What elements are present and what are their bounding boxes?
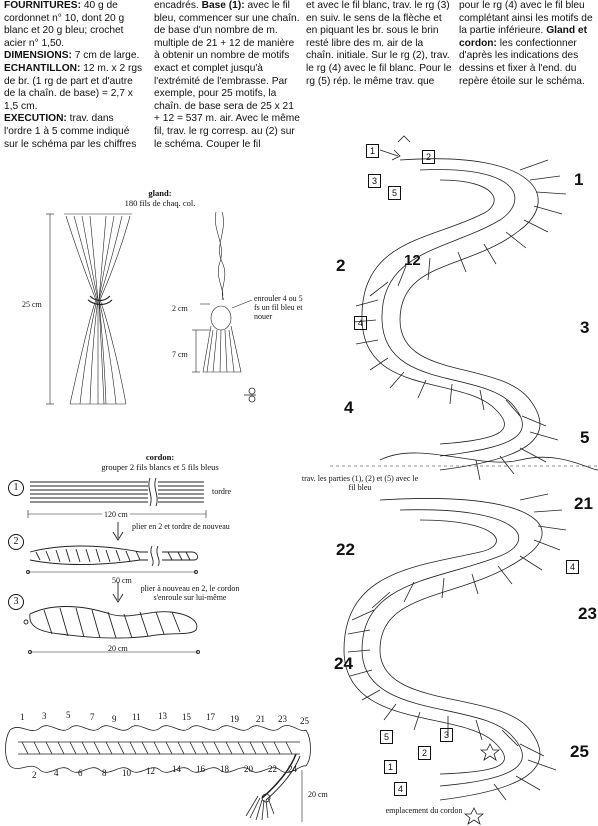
chart-row-4: 4 (344, 398, 354, 417)
fournitures-text: 40 g de cordonnet n° 10, dont 20 g blanc… (4, 0, 125, 49)
cordon-len-50: 50 cm (112, 576, 132, 585)
cordon-step-1: 1 (8, 480, 24, 496)
fournitures-label: FOURNITURES: (4, 0, 81, 11)
edge-num-bottom: 14 (172, 764, 181, 774)
col4-text2: les confectionner d'après les indication… (459, 37, 585, 87)
edge-num-top: 25 (300, 716, 309, 726)
echantillon-label: ECHANTILLON: (4, 62, 81, 74)
cordon-plier-1: plier en 2 et tordre de nouveau (132, 522, 230, 531)
edge-num-top: 13 (158, 711, 167, 721)
chart-box-3: 3 (368, 174, 381, 188)
edge-num-bottom: 10 (122, 768, 131, 778)
instructions-col-2: encadrés. Base (1): avec le fil bleu, co… (154, 0, 300, 151)
edge-num-top: 9 (112, 714, 117, 724)
edge-num-top: 19 (230, 714, 239, 724)
edge-num-top: 7 (90, 712, 95, 722)
chart-row-23: 23 (578, 604, 597, 623)
edge-num-top: 17 (206, 712, 215, 722)
cordon-step-2: 2 (8, 534, 24, 550)
chart-box-5-lower: 5 (380, 730, 393, 744)
chart-emplacement: emplacement du cordon (385, 806, 463, 815)
execution-label: EXECUTION: (4, 113, 67, 125)
col2-text: avec le fil bleu, commencer sur une chaî… (154, 0, 300, 150)
cordon-title-text: cordon: (145, 452, 175, 462)
edge-num-top: 5 (66, 710, 71, 720)
edge-num-bottom: 22 (268, 764, 277, 774)
edge-num-bottom: 4 (54, 768, 59, 778)
chart-box-5: 5 (388, 186, 401, 200)
echantillon-text: 12 m. x 2 rgs de br. (1 rg de part et d'… (4, 62, 143, 112)
instructions-col-1: FOURNITURES: 40 g de cordonnet n° 10, do… (4, 0, 144, 151)
gland-title-text: gland: (148, 188, 172, 198)
edge-num-bottom: 8 (102, 768, 107, 778)
edge-num-bottom: 12 (146, 766, 155, 776)
col2-pre: encadrés. (154, 0, 199, 11)
chart-box-2-lower: 2 (418, 746, 431, 760)
edge-num-top: 21 (256, 714, 265, 724)
chart-row-3: 3 (580, 318, 590, 337)
edge-num-bottom: 20 (244, 764, 253, 774)
chart-row-5: 5 (580, 428, 590, 447)
gland-len-2: 2 cm (172, 304, 188, 313)
gland-title: gland: 180 fils de chaq. col. (100, 188, 220, 208)
dimensions-label: DIMENSIONS: (4, 50, 72, 62)
dimensions-text: 7 cm de large. (74, 50, 140, 62)
edge-num-bottom: 16 (196, 764, 205, 774)
edge-num-bottom: 24 (288, 764, 297, 774)
chart-box-4-bottom: 4 (394, 782, 407, 796)
chart-box-3-lower: 3 (440, 728, 453, 742)
gland-subtitle: 180 fils de chaq. col. (124, 198, 196, 208)
chart-row-21: 21 (574, 494, 593, 513)
chart-box-1-lower: 1 (384, 760, 397, 774)
cordon-subtitle: grouper 2 fils blancs et 5 fils bleus (101, 462, 219, 472)
cordon-tordre: tordre (212, 487, 232, 496)
chart-box-2: 2 (422, 150, 435, 164)
chart-row-25: 25 (570, 742, 589, 761)
edge-num-top: 1 (20, 712, 25, 722)
cordon-plier-2: plier à nouveau en 2, le cordon s'enroul… (140, 584, 240, 602)
chart-box-4: 4 (354, 316, 367, 330)
chart-box-4-lower: 4 (566, 560, 579, 574)
instructions-col-4: pour le rg (4) avec le fil bleu compléta… (459, 0, 595, 88)
instructions-col-3: et avec le fil blanc, trav. le rg (3) en… (306, 0, 452, 88)
edging-len: 20 cm (308, 790, 328, 799)
chart-row-24: 24 (334, 654, 353, 673)
col3-text: et avec le fil blanc, trav. le rg (3) en… (306, 0, 452, 87)
chart-box-1: 1 (366, 144, 379, 158)
chart-row-1: 1 (574, 170, 584, 189)
cordon-len-20: 20 cm (108, 644, 128, 653)
base-label: Base (1): (201, 0, 245, 11)
gland-label: Gland et cordon: (459, 25, 587, 49)
edge-num-top: 23 (278, 714, 287, 724)
cordon-step-3: 3 (8, 594, 24, 610)
chart-row-2: 2 (336, 256, 346, 275)
cordon-len-120: 120 cm (102, 510, 130, 519)
edge-num-bottom: 6 (78, 768, 83, 778)
cordon-title: cordon: grouper 2 fils blancs et 5 fils … (80, 452, 240, 472)
gland-len-25: 25 cm (22, 300, 42, 309)
edge-num-top: 11 (132, 712, 141, 722)
edge-num-bottom: 2 (32, 770, 37, 780)
col4-text: pour le rg (4) avec le fil bleu compléta… (459, 0, 593, 37)
edge-num-top: 3 (42, 711, 47, 721)
edge-num-bottom: 18 (220, 764, 229, 774)
chart-row-22: 22 (336, 540, 355, 559)
gland-note: enrouler 4 ou 5 fs un fil bleu et nouer (254, 294, 303, 321)
gland-len-7: 7 cm (172, 350, 188, 359)
chart-row-12: 12 (404, 252, 421, 269)
edge-num-top: 15 (182, 712, 191, 722)
chart-note: trav. les parties (1), (2) et (5) avec l… (301, 474, 419, 492)
execution-text: trav. dans l'ordre 1 à 5 comme indiqué s… (4, 113, 137, 150)
